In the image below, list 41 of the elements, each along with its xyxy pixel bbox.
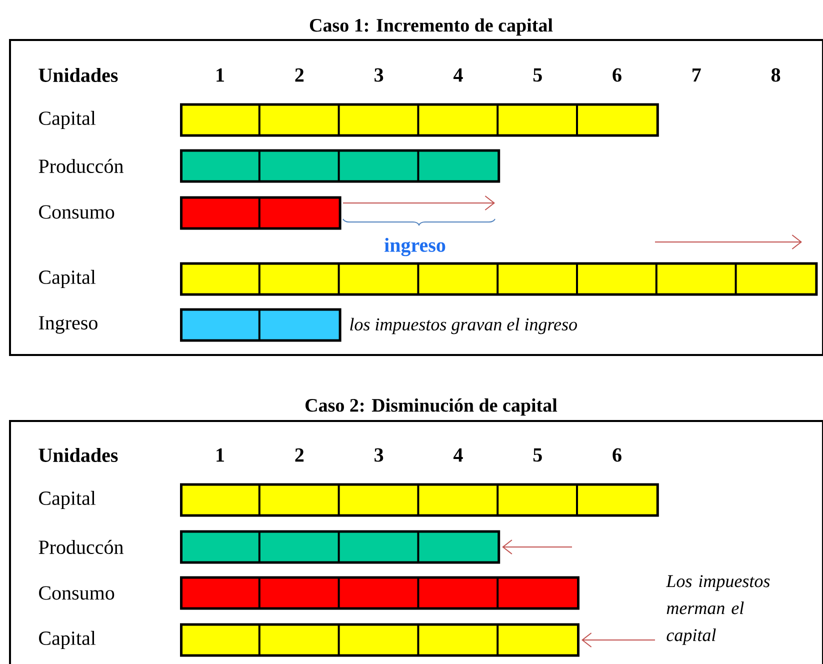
column-number: 4 bbox=[453, 448, 463, 462]
row-label: Capital bbox=[39, 110, 96, 130]
column-number: 1 bbox=[216, 448, 224, 462]
cell-bar bbox=[180, 530, 500, 564]
node-label: Caso 2: Disminución de capital bbox=[306, 398, 558, 416]
row-label: Capital bbox=[39, 490, 96, 510]
column-number: 5 bbox=[533, 68, 542, 82]
column-number: 6 bbox=[612, 68, 622, 82]
column-number: 2 bbox=[295, 68, 304, 82]
row-label: Consumo bbox=[39, 205, 114, 219]
cell-bar bbox=[180, 483, 659, 517]
column-number: 2 bbox=[295, 448, 304, 462]
column-number: 6 bbox=[612, 448, 622, 462]
column-number: 3 bbox=[374, 68, 384, 82]
cell-bar bbox=[180, 576, 580, 610]
cell-bar bbox=[180, 262, 818, 296]
row-label: Produccón bbox=[38, 540, 124, 554]
brace-label: ingreso bbox=[384, 238, 446, 256]
arrow bbox=[582, 632, 656, 648]
column-header: Unidades bbox=[38, 68, 118, 82]
column-header: Unidades bbox=[38, 448, 118, 462]
row-label: Ingreso bbox=[38, 316, 98, 334]
column-number: 8 bbox=[771, 68, 780, 82]
cell-bar bbox=[180, 149, 500, 183]
note-text: Los impuestos merman el capital bbox=[666, 575, 770, 645]
cell-bar bbox=[180, 103, 659, 137]
row-label: Produccón bbox=[38, 158, 124, 174]
column-number: 5 bbox=[533, 448, 542, 462]
arrow bbox=[502, 539, 572, 554]
row-label: Capital bbox=[39, 630, 96, 650]
node-label: Caso 1: Incremento de capital bbox=[310, 18, 553, 36]
cell-bar bbox=[180, 623, 580, 657]
row-label: Consumo bbox=[39, 586, 114, 600]
column-number: 7 bbox=[692, 68, 701, 82]
cell-bar bbox=[180, 308, 342, 342]
column-number: 1 bbox=[216, 68, 224, 82]
cell-bar bbox=[180, 196, 342, 230]
column-number: 3 bbox=[374, 448, 384, 462]
row-label: Capital bbox=[39, 270, 96, 288]
column-number: 4 bbox=[453, 68, 463, 82]
note-text: los impuestos gravan el ingreso bbox=[350, 318, 577, 334]
